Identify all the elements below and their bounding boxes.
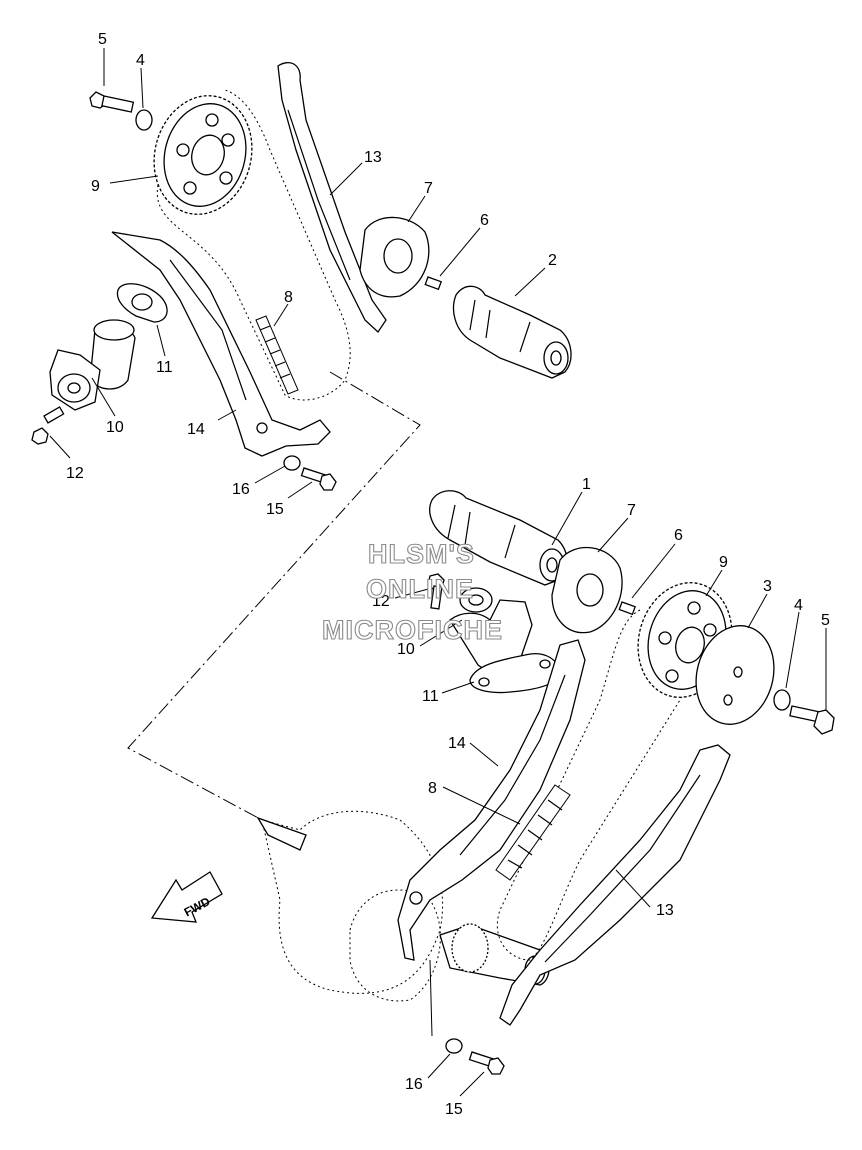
upper-sprocket-washer (135, 109, 153, 131)
callout-6b: 6 (674, 527, 683, 544)
callout-7b: 7 (627, 502, 636, 519)
watermark: HLSM'S ONLINE MICROFICHE (321, 538, 503, 645)
intake-camshaft (429, 490, 568, 586)
upper-pivot-bolt (300, 467, 337, 491)
lower-chain-guide (499, 744, 731, 1026)
lower-pivot-washer (445, 1038, 463, 1054)
upper-timing-chain (255, 315, 299, 395)
upper-sprocket-bolt (89, 91, 135, 113)
sprocket-cover-plate (695, 625, 775, 725)
watermark-line-1: HLSM'S (368, 539, 475, 569)
lower-decompressor-plate (551, 546, 623, 634)
upper-tensioner-bolt (31, 406, 65, 445)
callout-12: 12 (66, 465, 84, 482)
callout-13: 13 (364, 149, 382, 166)
callout-14b: 14 (448, 735, 466, 752)
callout-4: 4 (136, 52, 145, 69)
callout-14: 14 (187, 421, 205, 438)
exhaust-camshaft (452, 285, 572, 379)
upper-decompressor-plate (359, 216, 430, 298)
upper-pivot-washer (283, 455, 301, 471)
callout-3: 3 (763, 578, 772, 595)
callout-16: 16 (232, 481, 250, 498)
callout-15: 15 (266, 501, 284, 518)
upper-chain-path (156, 89, 351, 401)
callout-9: 9 (91, 178, 100, 195)
callout-9b: 9 (719, 554, 728, 571)
lower-sprocket-bolt (789, 705, 835, 735)
callout-10b: 10 (397, 641, 415, 658)
callout-5: 5 (98, 31, 107, 48)
callout-11b: 11 (422, 688, 439, 705)
callout-10: 10 (106, 419, 124, 436)
lower-pivot-bolt (468, 1051, 505, 1075)
lower-tensioner-bolt (427, 573, 445, 610)
leader-lines (49, 48, 827, 1097)
forward-arrow-icon: FWD (150, 871, 223, 923)
callout-6: 6 (480, 212, 489, 229)
crank-sprocket (451, 923, 489, 973)
upper-dowel-pin (424, 276, 442, 291)
callout-2: 2 (548, 252, 557, 269)
callout-1: 1 (582, 476, 591, 493)
upper-tensioner-guide (111, 231, 331, 457)
upper-chain-guide (277, 62, 387, 333)
lower-tensioner-guide (397, 639, 586, 961)
lower-dowel-pin (618, 601, 636, 616)
cylinder-alignment-line (127, 371, 421, 821)
callout-13b: 13 (656, 902, 674, 919)
callout-12b: 12 (372, 593, 390, 610)
callout-15b: 15 (445, 1101, 463, 1118)
callout-4b: 4 (794, 597, 803, 614)
callout-7: 7 (424, 180, 433, 197)
callout-8b: 8 (428, 780, 437, 797)
watermark-line-2: ONLINE (366, 574, 474, 604)
callout-11: 11 (156, 359, 173, 376)
callout-16b: 16 (405, 1076, 423, 1093)
callout-5b: 5 (821, 612, 830, 629)
upper-chain-tensioner (49, 319, 136, 411)
callout-labels: 5 4 9 13 7 6 2 8 11 10 14 12 16 15 1 7 6… (66, 31, 830, 1118)
callout-8: 8 (284, 289, 293, 306)
upper-cam-sprocket (153, 95, 253, 215)
watermark-line-3: MICROFICHE (322, 615, 503, 645)
lower-timing-chain (495, 784, 571, 881)
lower-sprocket-washer (773, 689, 791, 711)
